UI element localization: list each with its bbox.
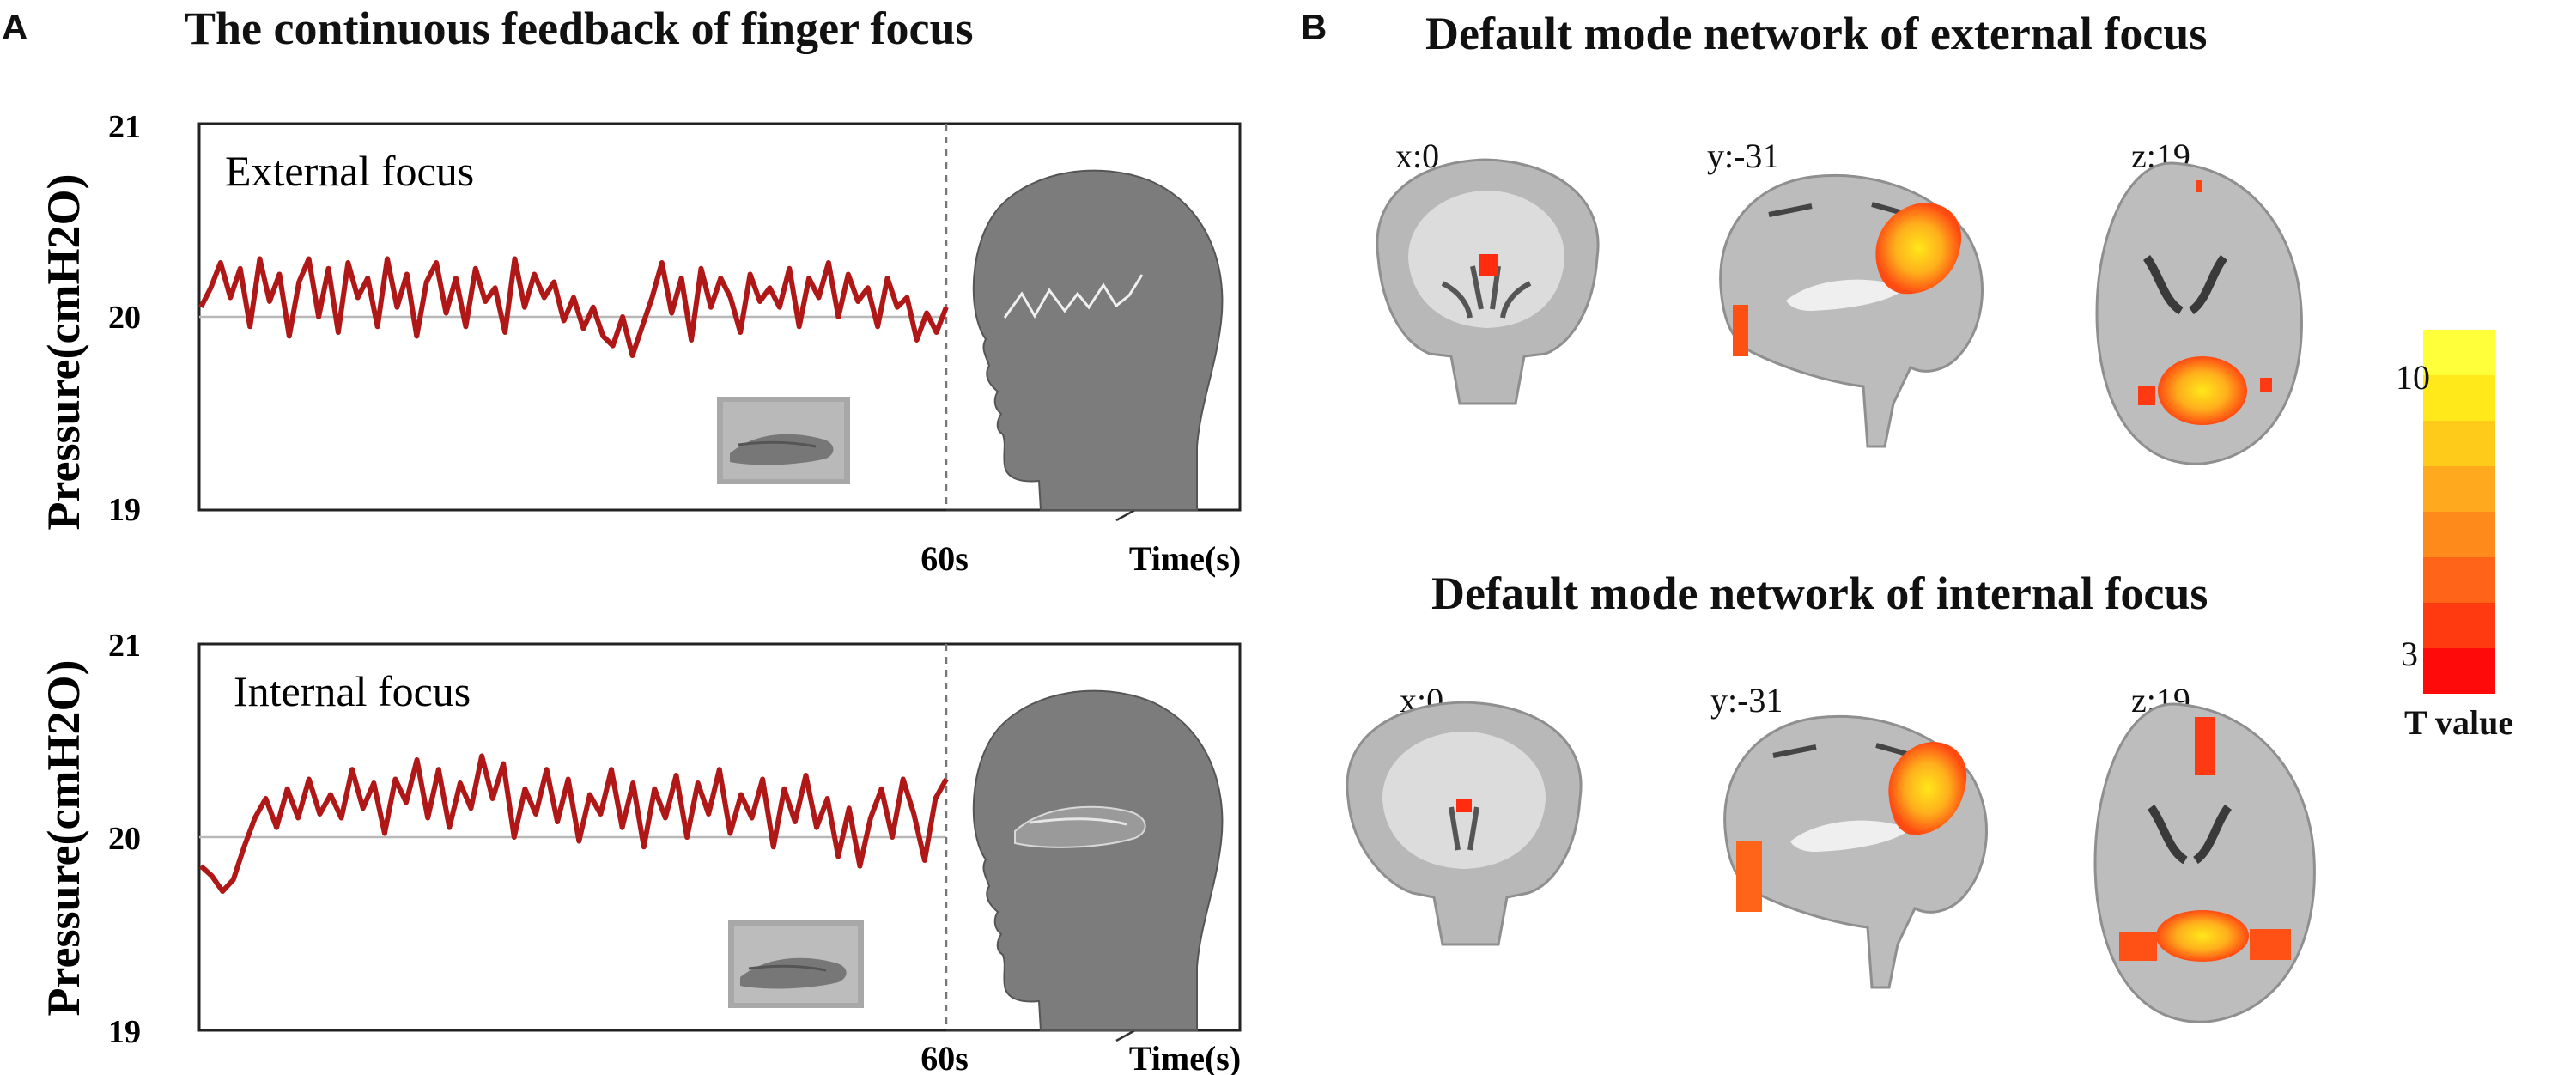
colorbar	[2423, 330, 2495, 694]
activation-blob	[2195, 717, 2215, 775]
coronal-slice-bottom	[1346, 701, 1583, 946]
panel-a-title: The continuous feedback of finger focus	[185, 3, 974, 54]
series-line	[198, 753, 949, 894]
y-tick-19: 19	[108, 492, 141, 528]
colorbar-step	[2423, 421, 2495, 466]
y-tick-19: 19	[108, 1014, 141, 1050]
activation-blob	[1456, 799, 1472, 812]
coord-label-y: y:-31	[1707, 137, 1780, 175]
head-silhouette-icon	[972, 169, 1224, 511]
activation-blob	[2250, 929, 2291, 960]
activation-blob	[2260, 378, 2272, 392]
colorbar-label: T value	[2404, 703, 2514, 742]
x-axis-label: Time(s)	[1129, 539, 1241, 578]
colorbar-step	[2423, 375, 2495, 421]
activation-blob	[1479, 254, 1498, 276]
x-tick-60s: 60s	[920, 539, 969, 578]
y-tick-20: 20	[108, 821, 141, 857]
colorbar-step	[2423, 466, 2495, 512]
brain-slices	[1346, 158, 2316, 1023]
condition-label: External focus	[225, 147, 474, 195]
hand-in-head-icon	[1014, 805, 1146, 848]
colorbar-tick-high: 10	[2396, 358, 2430, 397]
coronal-slice-top	[1376, 158, 1600, 405]
x-axis-label: Time(s)	[1129, 1039, 1241, 1075]
colorbar-step	[2423, 648, 2495, 694]
sagittal-slice-bottom	[1723, 714, 1988, 989]
y-axis-label: Pressure(cmH2O)	[38, 660, 89, 1017]
x-tick-60s: 60s	[920, 1039, 969, 1075]
panel-a-letter: A	[2, 7, 28, 47]
colorbar-step	[2423, 512, 2495, 557]
axial-slice-top	[2095, 161, 2303, 465]
activation-blob	[1733, 305, 1748, 356]
colorbar-step	[2423, 330, 2495, 375]
activation-blob	[2119, 932, 2157, 961]
y-tick-21: 21	[108, 109, 141, 145]
colorbar-tick-low: 3	[2401, 635, 2418, 673]
panel-b-title-top: Default mode network of external focus	[1425, 8, 2208, 59]
activation-blob	[2196, 180, 2202, 192]
head-silhouette-icon	[972, 689, 1224, 1031]
panel-b-title-bottom: Default mode network of internal focus	[1431, 568, 2208, 619]
y-axis-label: Pressure(cmH2O)	[38, 174, 89, 531]
chart-external-focus: Pressure(cmH2O) 21 20 19 External focus …	[38, 109, 1242, 578]
activation-blob	[2138, 386, 2155, 405]
colorbar-step	[2423, 557, 2495, 603]
panel-b-letter: B	[1301, 7, 1327, 47]
hand-photo	[717, 397, 850, 484]
series-line	[198, 256, 949, 358]
hand-photo	[728, 920, 864, 1008]
chart-internal-focus: Pressure(cmH2O) 21 20 19 Internal focus …	[38, 628, 1242, 1075]
axial-slice-bottom	[2093, 702, 2316, 1023]
condition-label: Internal focus	[234, 667, 471, 715]
activation-blob	[1736, 841, 1762, 912]
y-tick-21: 21	[108, 628, 141, 664]
coord-label-y: y:-31	[1710, 681, 1783, 720]
colorbar-step	[2423, 603, 2495, 648]
y-tick-20: 20	[108, 300, 141, 336]
sagittal-slice-top	[1719, 173, 1984, 448]
